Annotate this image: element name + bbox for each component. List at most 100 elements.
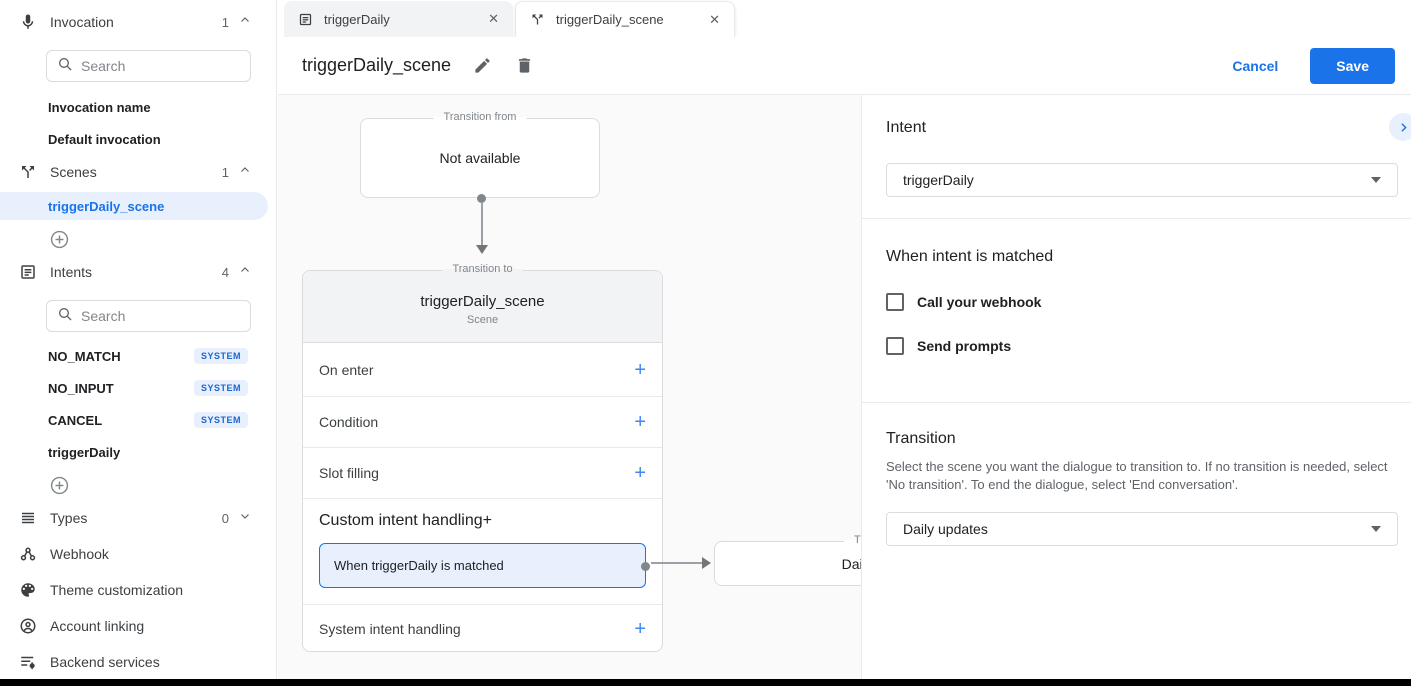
row-condition: Condition + [303,397,662,448]
sidebar-item-label: Account linking [50,618,145,634]
sidebar-item-default-invocation[interactable]: Default invocation [48,131,161,147]
checkbox-label: Call your webhook [917,294,1042,310]
transition-target-content: Daily updates [841,555,861,572]
intents-search [46,300,251,332]
chevron-up-icon[interactable] [239,263,251,281]
when-matched-heading: When intent is matched [886,248,1054,265]
row-custom-intent-handling: Custom intent handling + When triggerDai… [303,499,662,605]
sidebar-item-no-match[interactable]: NO_MATCH [48,348,121,364]
cancel-button[interactable]: Cancel [1232,57,1279,74]
add-on-enter-button[interactable]: + [634,358,646,381]
sidebar-section-types[interactable]: Types 0 [0,504,276,532]
tab-label: triggerDaily [324,11,390,27]
row-label: System intent handling [319,621,461,637]
sidebar-item-label: Backend services [50,654,160,670]
scene-node-header: triggerDaily_scene Scene [303,271,662,343]
call-webhook-checkbox[interactable] [886,293,904,311]
delete-trash-icon[interactable] [515,56,535,76]
intent-handler-label: When triggerDaily is matched [334,558,504,573]
save-button[interactable]: Save [1310,47,1395,84]
intent-handler-chip[interactable]: When triggerDaily is matched [319,543,650,588]
palette-icon [18,580,38,600]
chevron-up-icon[interactable] [239,163,251,181]
intent-detail-panel: Intent triggerDaily When intent is match… [861,95,1411,679]
node-legend: Transition to [442,263,523,275]
row-label: Custom intent handling [319,512,483,529]
close-icon[interactable]: ✕ [488,11,499,26]
invocation-search [46,50,251,82]
add-system-intent-button[interactable]: + [634,618,646,640]
connector-dot [641,561,650,571]
transition-from-content: Not available [439,150,521,166]
divider [862,402,1411,403]
sidebar-item-triggerdaily-scene[interactable]: triggerDaily_scene [0,192,268,220]
search-input[interactable] [81,58,211,74]
add-scene-button[interactable] [50,230,69,249]
connector-line-down [481,202,483,247]
sidebar: Invocation 1 Invocation name Default inv… [0,0,277,679]
scene-flow-canvas[interactable]: Transition from Not available Transition… [278,95,861,679]
edit-pencil-icon[interactable] [473,56,493,76]
collapse-panel-button[interactable] [1389,113,1411,141]
sidebar-item-webhook[interactable]: Webhook [0,540,276,568]
section-label: Types [50,510,88,526]
sidebar-section-intents[interactable]: Intents 4 [0,258,276,286]
intents-list-icon [18,262,38,282]
divider [862,218,1411,219]
add-slot-filling-button[interactable]: + [634,462,646,484]
intent-heading: Intent [886,119,927,136]
scene-node-subtitle: Scene [466,314,499,326]
tab-label: triggerDaily_scene [556,12,664,27]
transition-target-node: Transition to Daily updates [714,534,861,586]
scene-tab-icon [530,12,546,28]
section-count: 1 [221,164,229,180]
arrow-right-icon [702,557,711,569]
sidebar-section-scenes[interactable]: Scenes 1 [0,158,276,186]
arrow-down-icon [476,245,488,254]
tab-triggerdaily-scene[interactable]: triggerDaily_scene ✕ [515,1,735,37]
webhook-icon [18,544,38,564]
node-legend: Transition from [433,111,527,123]
microphone-icon [18,12,38,32]
add-intent-button[interactable] [50,476,69,495]
row-label: Condition [319,414,379,430]
send-prompts-option: Send prompts [886,336,1011,356]
system-badge: SYSTEM [193,380,248,396]
add-condition-button[interactable]: + [634,411,646,433]
sidebar-item-account-linking[interactable]: Account linking [0,612,276,640]
row-system-intent-handling: System intent handling + [303,605,662,653]
sidebar-item-no-input[interactable]: NO_INPUT [48,380,114,396]
close-icon[interactable]: ✕ [709,11,720,27]
transition-heading: Transition [886,430,956,447]
send-prompts-checkbox[interactable] [886,337,904,355]
connector-line-right [651,562,703,564]
section-label: Invocation [50,14,114,30]
node-legend: Transition to [843,534,861,546]
section-label: Scenes [50,164,97,180]
connector-dot [477,194,486,203]
sidebar-item-cancel-intent[interactable]: CANCEL [48,412,103,428]
search-icon [57,56,73,77]
sidebar-item-triggerdaily-intent[interactable]: triggerDaily [48,444,121,460]
tab-bar: triggerDaily ✕ triggerDaily_scene ✕ [278,0,1411,37]
add-custom-intent-button[interactable]: + [482,512,492,529]
bottom-bar [0,679,1411,686]
transition-description: Select the scene you want the dialogue t… [886,459,1388,492]
intent-dropdown[interactable]: triggerDaily [886,163,1398,197]
section-count: 0 [221,510,229,526]
row-label: Slot filling [319,465,379,481]
transition-dropdown[interactable]: Daily updates [886,512,1398,546]
tab-triggerdaily[interactable]: triggerDaily ✕ [284,1,513,37]
sidebar-item-theme-customization[interactable]: Theme customization [0,576,276,604]
sidebar-section-invocation[interactable]: Invocation 1 [0,8,276,36]
sidebar-item-invocation-name[interactable]: Invocation name [48,99,151,115]
intent-tab-icon [298,11,314,27]
search-input[interactable] [81,308,211,324]
scene-node-title: triggerDaily_scene [420,293,545,310]
checkbox-label: Send prompts [917,338,1012,354]
transition-from-node: Transition from Not available [360,111,600,198]
chevron-up-icon[interactable] [239,13,251,31]
sidebar-item-backend-services[interactable]: Backend services [0,648,276,676]
chevron-down-icon[interactable] [239,509,251,527]
